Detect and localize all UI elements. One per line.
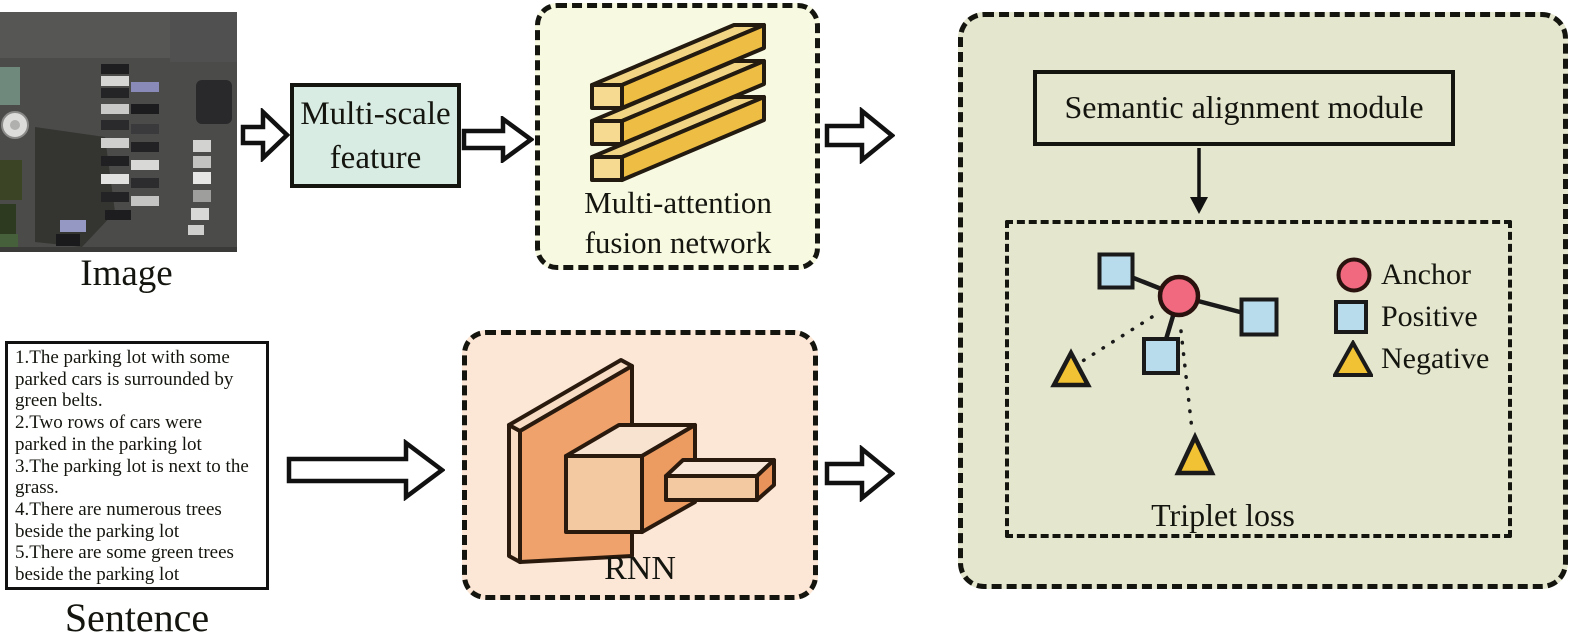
aerial-image bbox=[0, 12, 237, 252]
arrow-rnn-to-alignment bbox=[824, 445, 895, 502]
3d-blocks-icon bbox=[507, 358, 776, 564]
negative-node-2 bbox=[1174, 431, 1216, 476]
multiscale-feature-label: Multi-scale feature bbox=[300, 95, 451, 176]
anchor-node bbox=[1157, 274, 1201, 318]
multiscale-feature-box: Multi-scale feature bbox=[290, 83, 461, 188]
fusion-network-label: Multi-attention fusion network bbox=[584, 185, 772, 260]
triplet-graph bbox=[1050, 252, 1279, 476]
negative-triangle-icon bbox=[1333, 340, 1373, 377]
arrow-multiscale-to-fusion bbox=[461, 116, 534, 163]
stacked-bars-icon bbox=[590, 23, 766, 182]
sentence-label: Sentence bbox=[64, 595, 210, 639]
down-arrow-icon bbox=[1190, 148, 1208, 214]
legend-anchor-label: Anchor bbox=[1381, 258, 1471, 291]
arrow-sentence-to-rnn bbox=[286, 439, 445, 501]
alignment-region-box bbox=[958, 12, 1568, 589]
arrow-image-to-multiscale bbox=[240, 108, 290, 162]
triplet-loss-label: Triplet loss bbox=[1151, 497, 1295, 533]
parked-car-rows bbox=[101, 64, 159, 220]
arrow-fusion-to-alignment bbox=[824, 107, 895, 164]
positive-node-3 bbox=[1142, 337, 1180, 375]
semantic-alignment-module-box: Semantic alignment module bbox=[1033, 70, 1455, 146]
anchor-circle-icon bbox=[1336, 257, 1372, 293]
positive-node-2 bbox=[1239, 297, 1279, 337]
legend-positive-label: Positive bbox=[1381, 300, 1478, 333]
positive-node-1 bbox=[1097, 252, 1135, 290]
positive-square-icon bbox=[1334, 300, 1368, 334]
sentence-text: 1.The parking lot with some parked cars … bbox=[15, 347, 249, 586]
semantic-alignment-module-label: Semantic alignment module bbox=[1064, 89, 1424, 125]
roadside-cars bbox=[188, 140, 211, 235]
sentence-box: 1.The parking lot with some parked cars … bbox=[5, 341, 269, 590]
triplet-loss-box bbox=[1005, 220, 1512, 538]
dotted-edges bbox=[1079, 315, 1194, 432]
image-label: Image bbox=[80, 253, 173, 294]
legend-negative-label: Negative bbox=[1381, 342, 1490, 375]
rnn-label: RNN bbox=[604, 550, 676, 587]
negative-node-1 bbox=[1050, 348, 1092, 388]
